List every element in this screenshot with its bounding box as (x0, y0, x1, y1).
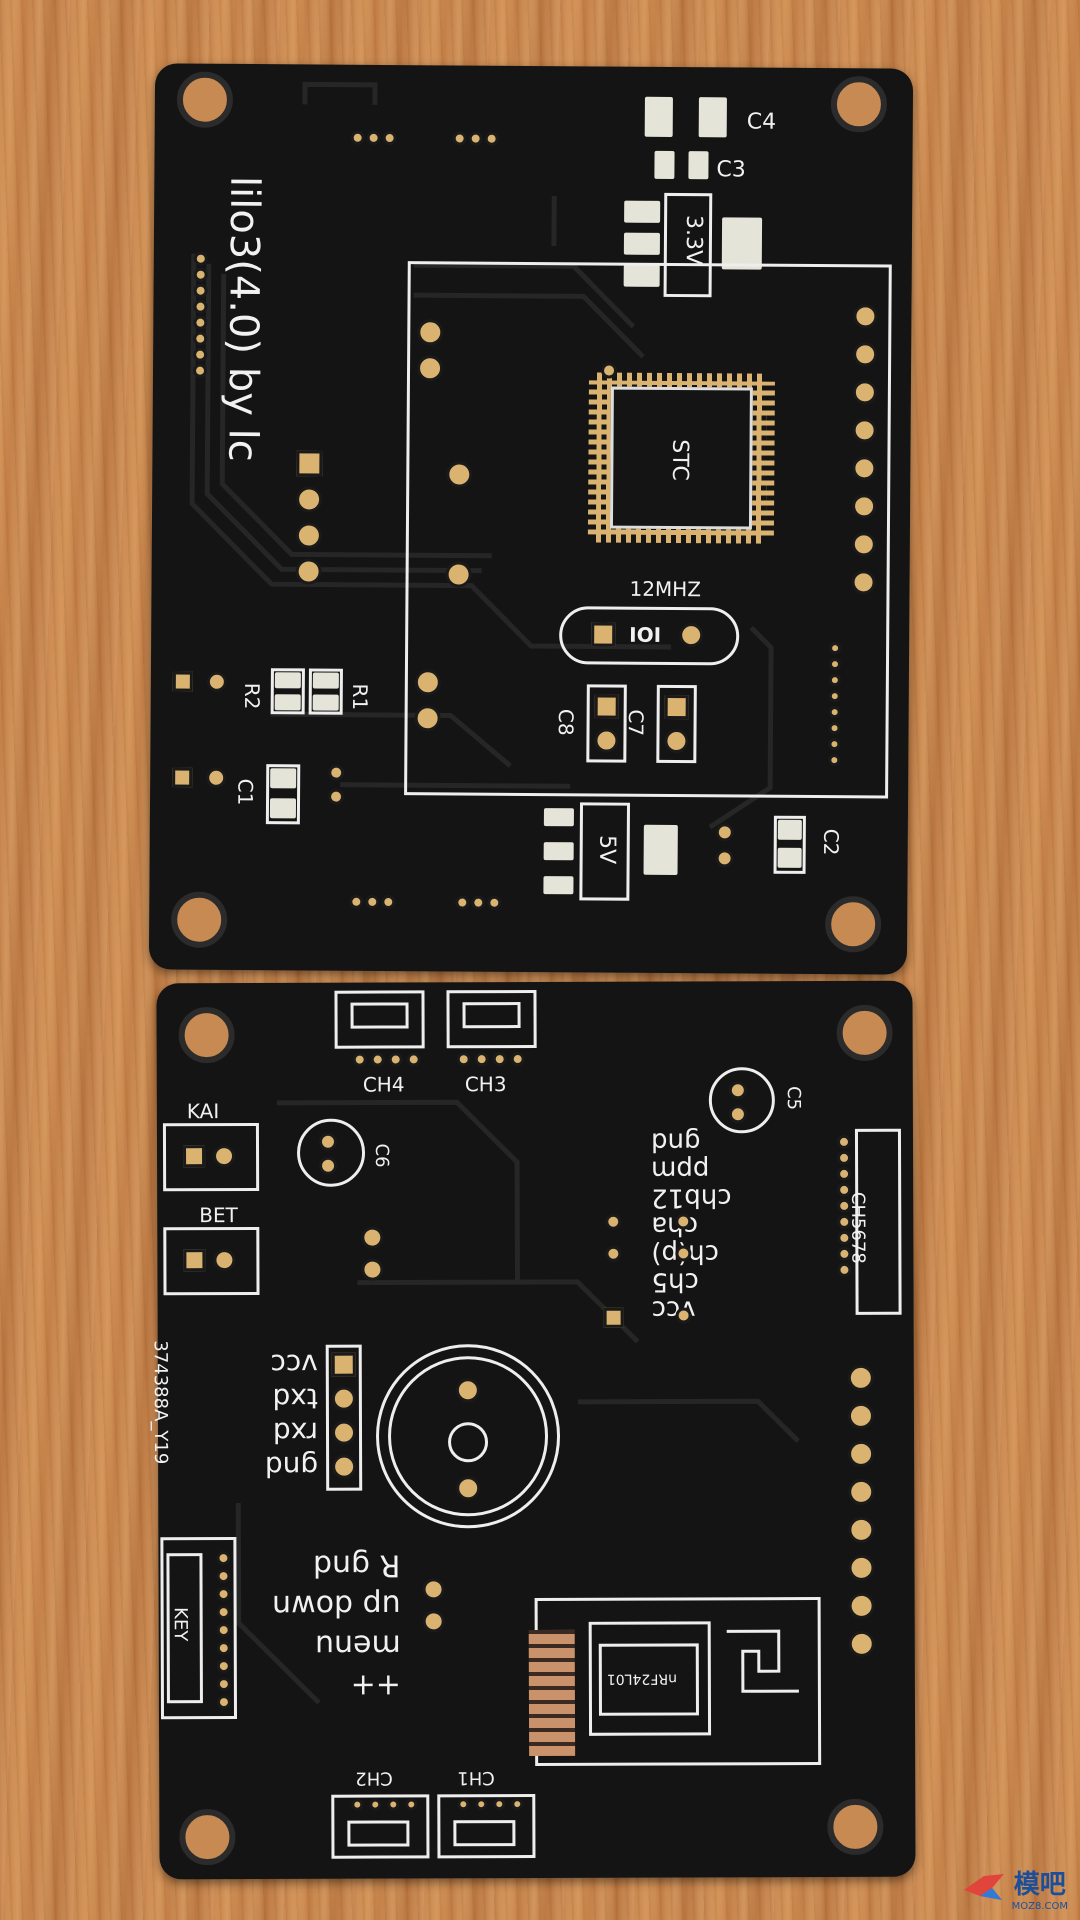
label-c4: C4 (746, 109, 777, 135)
label-crystal: 12MHZ (629, 576, 702, 602)
label-c5: C5 (782, 1086, 804, 1111)
label-bet: BET (199, 1203, 238, 1228)
pin-label: ++ (350, 1667, 401, 1703)
label-ch4: CH4 (362, 1072, 405, 1097)
capacitor-c5 (708, 1067, 775, 1134)
label-c2: C2 (819, 828, 844, 856)
bird-logo-icon (963, 1874, 1004, 1900)
rf-module-pads (528, 1629, 576, 1757)
board-code: 374388A_Y19 (149, 1340, 172, 1465)
label-ch1: CH1 (457, 1767, 495, 1789)
mount-hole (179, 1809, 236, 1866)
pin-label: ppm (651, 1154, 710, 1185)
pin-label: R gnd (312, 1547, 401, 1583)
label-c1: C1 (233, 778, 258, 806)
pin-label: menu (314, 1627, 401, 1663)
switch-kai (162, 1122, 260, 1192)
pin-labels-serial: gnd rxd txd vcc (218, 1347, 318, 1483)
label-c7: C7 (623, 709, 649, 737)
label-ch3: CH3 (464, 1072, 507, 1097)
label-c8: C8 (553, 708, 579, 736)
label-c3: C3 (716, 157, 746, 183)
smd-pad (698, 97, 727, 138)
pcb-board-top: C4 C3 3.3V lilo3(4.0) by lc STC (148, 63, 914, 975)
crystal-symbol: IOI (629, 622, 662, 647)
board-title: lilo3(4.0) by lc (219, 175, 268, 462)
smd-pad (644, 96, 673, 137)
pin-label: gnd (264, 1449, 319, 1483)
label-rf-module: nRF24L01 (606, 1670, 677, 1687)
pin-label: rxd (272, 1415, 319, 1449)
label-ch2: CH2 (355, 1767, 393, 1789)
mount-hole (824, 896, 882, 953)
site-watermark: 模吧 MOZ8.COM (962, 1864, 1068, 1912)
pin-labels-keys: ++ menu up down R gnd (240, 1544, 401, 1705)
mount-hole (836, 1004, 893, 1061)
watermark-subtext: MOZ8.COM (1011, 1901, 1068, 1912)
switch-bet (163, 1226, 260, 1296)
label-r2: R2 (239, 682, 265, 710)
pin-label: chb12 (651, 1182, 732, 1213)
label-key: KEY (169, 1607, 191, 1642)
pin-label: ch5 (651, 1266, 699, 1297)
capacitor-c6 (296, 1118, 366, 1187)
label-kai: KAI (186, 1099, 220, 1124)
pin-label: txd (272, 1381, 318, 1415)
watermark-text: 模吧 (1013, 1870, 1066, 1900)
pin-label: gnd (650, 1126, 701, 1157)
top-board-traces (189, 81, 774, 830)
label-r1: R1 (347, 683, 373, 711)
label-5v: 5V (594, 834, 620, 865)
label-mcu: STC (667, 439, 693, 481)
pcb-board-bottom: CH4 CH3 KAI BET C6 C5 CH5678 vcc ch5 ch(… (150, 980, 916, 1880)
mount-hole (178, 1007, 235, 1064)
mount-hole (170, 891, 228, 948)
pin-label: vcc (270, 1347, 318, 1381)
pin1-marker (600, 362, 618, 379)
pin-label: up down (272, 1587, 401, 1623)
mount-hole (176, 71, 234, 128)
mount-hole (830, 76, 888, 133)
label-3v3: 3.3V (680, 215, 707, 266)
label-c6: C6 (371, 1143, 393, 1168)
mount-hole (827, 1798, 884, 1855)
